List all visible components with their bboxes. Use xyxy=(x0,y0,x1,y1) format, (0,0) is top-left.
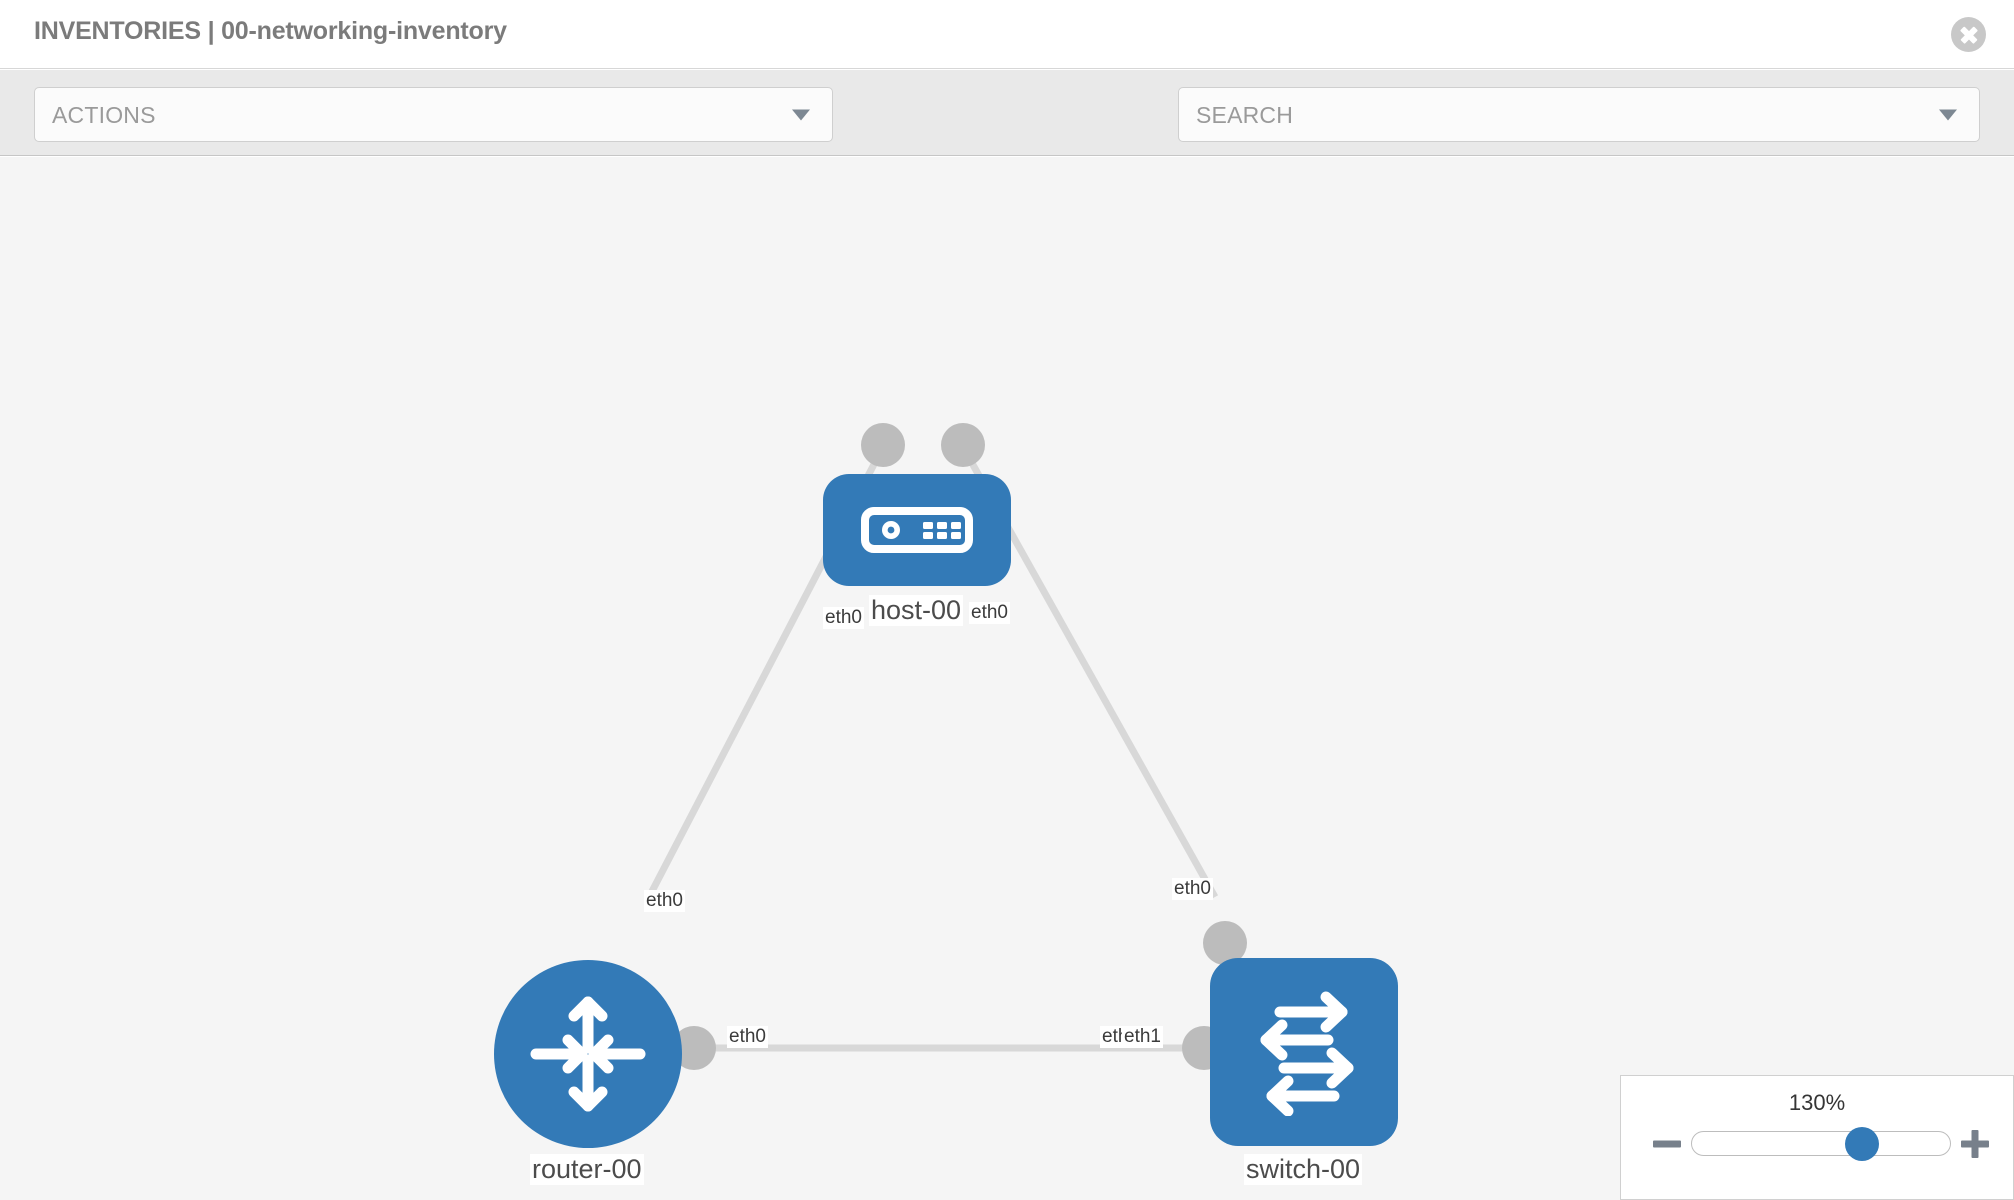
plus-icon[interactable] xyxy=(1959,1128,1991,1160)
page-title: INVENTORIES | 00-networking-inventory xyxy=(34,17,507,45)
zoom-slider-thumb[interactable] xyxy=(1845,1126,1880,1161)
actions-dropdown-label: ACTIONS xyxy=(52,102,156,128)
zoom-slider[interactable] xyxy=(1691,1126,1951,1161)
toolbar: ACTIONS SEARCH xyxy=(0,70,2014,207)
chevron-down-icon[interactable] xyxy=(1939,109,1957,120)
port-dot-host-left[interactable] xyxy=(861,423,905,467)
chevron-down-icon xyxy=(792,109,810,120)
node-host-00[interactable] xyxy=(823,474,1011,586)
node-router-00-shape[interactable] xyxy=(494,960,682,1148)
close-icon[interactable] xyxy=(1951,17,1986,52)
search-placeholder: SEARCH xyxy=(1196,102,1294,128)
port-dot-switch-top[interactable] xyxy=(1203,921,1247,965)
port-label-router-right: eth0 xyxy=(727,1026,768,1048)
port-label-host-right: eth0 xyxy=(969,602,1010,624)
node-router-00-label: router-00 xyxy=(530,1154,644,1185)
topology-edges xyxy=(644,445,1225,1052)
port-label-switch-uplink: eth0 xyxy=(1172,878,1213,900)
actions-dropdown[interactable]: ACTIONS xyxy=(34,87,833,142)
topology-canvas[interactable]: host-00 r xyxy=(0,157,2014,1200)
node-switch-00-shape[interactable] xyxy=(1210,958,1398,1146)
zoom-level-value: 130% xyxy=(1788,1090,1846,1115)
search-input[interactable]: SEARCH xyxy=(1178,87,1980,142)
switch-arrows-icon xyxy=(1260,991,1354,1116)
server-icon xyxy=(861,507,973,553)
port-label-router-uplink: eth0 xyxy=(644,890,685,912)
page-header: INVENTORIES | 00-networking-inventory xyxy=(0,0,2014,69)
router-arrows-icon xyxy=(530,996,646,1112)
port-label-switch-left-eth1: eth1 xyxy=(1122,1026,1163,1048)
port-dot-host-right[interactable] xyxy=(941,423,985,467)
node-router-00[interactable] xyxy=(494,960,682,1148)
port-label-host-left: eth0 xyxy=(823,607,864,629)
node-host-00-label: host-00 xyxy=(869,595,964,626)
zoom-control-panel: 130% xyxy=(1620,1075,2014,1200)
minus-icon[interactable] xyxy=(1651,1128,1683,1160)
node-switch-00-label: switch-00 xyxy=(1244,1154,1363,1185)
node-switch-00[interactable] xyxy=(1210,958,1398,1146)
node-host-00-shape[interactable] xyxy=(823,474,1011,586)
